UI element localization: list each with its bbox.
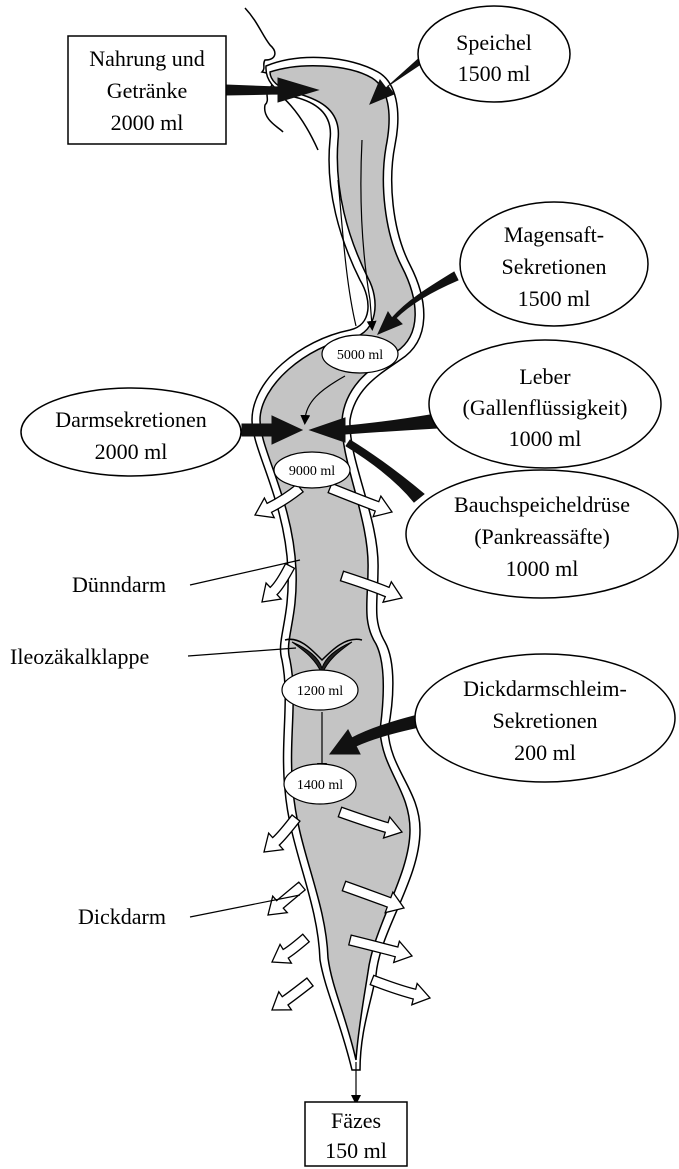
intestinal-label-line2: 2000 ml	[95, 439, 168, 464]
volume-small-intestine-text: 9000 ml	[289, 464, 335, 479]
label-ileocecal-valve-text: Ileozäkalklappe	[10, 644, 149, 669]
label-ileocecal-valve: Ileozäkalklappe	[10, 644, 296, 669]
liver-label-line2: (Gallenflüssigkeit)	[463, 395, 628, 420]
feces-label-line2: 150 ml	[325, 1138, 387, 1163]
feces-label-line1: Fäzes	[331, 1108, 381, 1133]
absorption-arrow	[268, 882, 305, 915]
volume-colon-entry: 1200 ml	[282, 670, 358, 710]
volume-colon-entry-text: 1200 ml	[297, 684, 343, 699]
intestinal-ellipse: Darmsekretionen 2000 ml	[21, 388, 241, 476]
pancreas-label-line2: (Pankreassäfte)	[474, 524, 610, 549]
volume-colon-mid-text: 1400 ml	[297, 778, 343, 793]
feces-output-box: Fäzes 150 ml	[305, 1102, 407, 1166]
liver-label-line1: Leber	[519, 364, 571, 389]
gastric-label-line3: 1500 ml	[518, 286, 591, 311]
colon-mucus-label-line3: 200 ml	[514, 740, 576, 765]
pancreas-ellipse: Bauchspeicheldrüse (Pankreassäfte) 1000 …	[406, 470, 678, 598]
gastric-ellipse: Magensaft- Sekretionen 1500 ml	[460, 202, 648, 326]
gastric-label-line1: Magensaft-	[504, 222, 604, 247]
food-label-line2: Getränke	[107, 78, 188, 103]
saliva-ellipse: Speichel 1500 ml	[418, 6, 570, 102]
absorption-arrow	[272, 934, 309, 963]
volume-stomach: 5000 ml	[322, 335, 398, 373]
colon-mucus-label-line1: Dickdarmschleim-	[463, 676, 627, 701]
label-small-intestine-text: Dünndarm	[72, 572, 166, 597]
pancreas-label-line1: Bauchspeicheldrüse	[454, 492, 630, 517]
colon-mucus-ellipse: Dickdarmschleim- Sekretionen 200 ml	[415, 654, 675, 782]
volume-small-intestine: 9000 ml	[274, 452, 350, 488]
food-label-line1: Nahrung und	[89, 46, 204, 71]
colon-mucus-label-line2: Sekretionen	[492, 708, 597, 733]
gi-tract	[252, 57, 424, 1070]
label-large-intestine: Dickdarm	[78, 895, 300, 929]
intestinal-label-line1: Darmsekretionen	[55, 407, 207, 432]
absorption-arrow	[272, 978, 313, 1010]
saliva-label-line2: 1500 ml	[458, 61, 531, 86]
saliva-label-line1: Speichel	[456, 30, 532, 55]
food-label-line3: 2000 ml	[111, 110, 184, 135]
liver-ellipse: Leber (Gallenflüssigkeit) 1000 ml	[429, 340, 661, 468]
volume-stomach-text: 5000 ml	[337, 348, 383, 363]
absorption-arrow	[370, 975, 430, 1004]
label-large-intestine-text: Dickdarm	[78, 904, 166, 929]
liver-label-line3: 1000 ml	[509, 426, 582, 451]
pancreas-label-line3: 1000 ml	[506, 556, 579, 581]
gastric-label-line2: Sekretionen	[501, 254, 606, 279]
food-input-box: Nahrung und Getränke 2000 ml	[68, 36, 226, 144]
volume-colon-mid: 1400 ml	[284, 764, 356, 804]
